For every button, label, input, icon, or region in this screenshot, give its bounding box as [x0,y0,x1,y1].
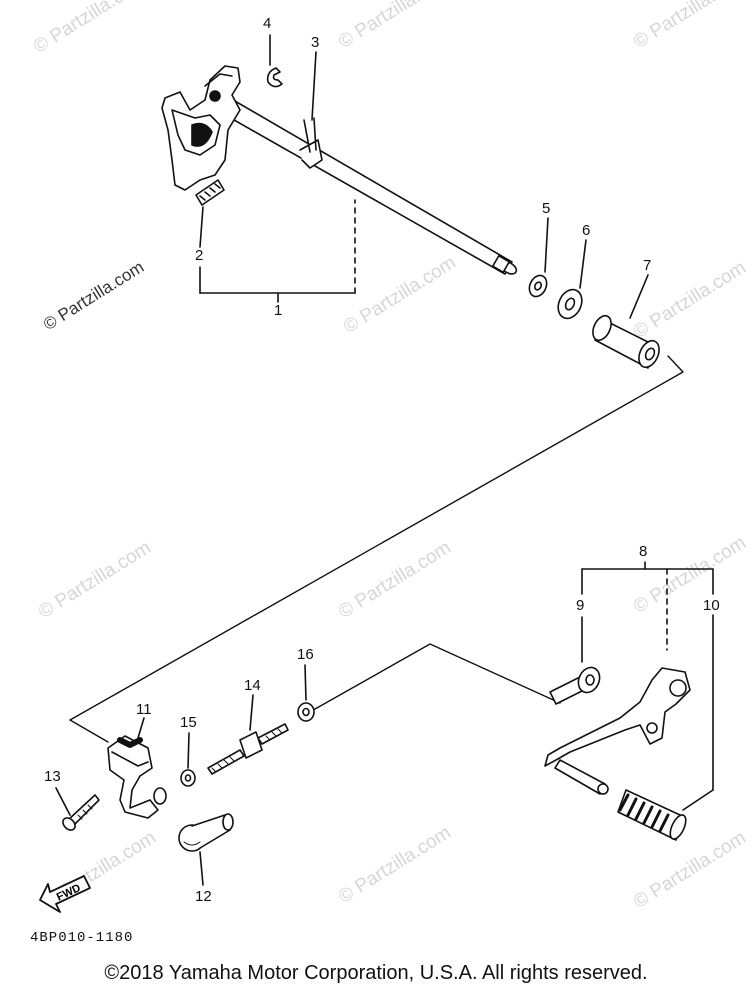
fwd-arrow-label: FWD [55,882,83,903]
callout-3: 3 [311,34,320,51]
rod-end-12 [178,813,234,852]
callout-7: 7 [643,257,652,274]
callout-5: 5 [542,200,551,217]
nut-15 [180,769,196,787]
bracket-8 [581,561,714,811]
stud-14 [207,723,289,775]
washer-5 [528,274,548,298]
callout-1: 1 [274,302,283,319]
callout-10: 10 [703,597,720,614]
callout-6: 6 [582,222,591,239]
pivot-bolt-9 [549,666,601,705]
callout-2: 2 [195,247,204,264]
callout-13: 13 [44,768,61,785]
callout-14: 14 [244,677,261,694]
shift-lever-11 [107,735,167,819]
callout-11: 11 [136,701,152,718]
connection-line-2 [307,643,561,714]
callout-15: 15 [180,714,197,731]
diagram-code: 4BP010-1180 [30,930,134,946]
callout-9: 9 [576,597,585,614]
bracket-1 [199,199,356,303]
nut-16 [297,702,315,722]
collar-7 [592,314,660,369]
circlip-4 [266,67,283,88]
callout-12: 12 [195,888,212,905]
fwd-arrow-icon [39,875,91,913]
shift-pedal-10 [544,667,691,841]
oil-seal-6 [557,288,583,320]
bolt-13 [62,794,100,831]
copyright-notice: ©2018 Yamaha Motor Corporation, U.S.A. A… [104,962,648,984]
connection-line-lower [69,719,109,743]
callout-4: 4 [263,15,272,32]
callout-16: 16 [297,646,314,663]
connection-line [69,355,684,721]
callout-8: 8 [639,543,648,560]
shift-shaft-assembly [161,65,518,275]
